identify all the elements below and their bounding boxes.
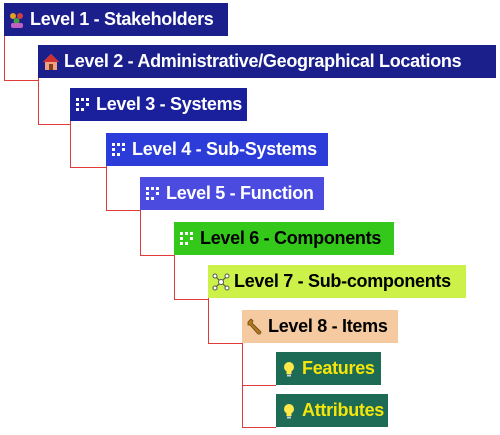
connector-line [38,78,70,125]
node-label: Level 1 - Stakeholders [30,9,214,29]
node-level-5-function[interactable]: Level 5 - Function [140,177,324,210]
connector-line [242,386,276,428]
connector-line [242,343,276,386]
connector-line [242,343,243,428]
connector-line [106,166,140,211]
grid-dots-icon [178,230,196,248]
connector-line [174,255,208,300]
node-features[interactable]: Features [276,352,381,385]
node-label: Level 3 - Systems [96,94,242,114]
node-level-2-locations[interactable]: Level 2 - Administrative/Geographical Lo… [38,45,496,78]
connector-line [140,210,174,256]
node-level-4-sub-systems[interactable]: Level 4 - Sub-Systems [106,133,328,166]
node-level-3-systems[interactable]: Level 3 - Systems [70,88,247,121]
lightbulb-icon [280,360,298,378]
node-label: Level 7 - Sub-components [234,271,451,291]
node-label: Attributes [302,400,384,420]
grid-dots-icon [74,96,92,114]
lightbulb-icon [280,402,298,420]
connector-line [70,121,106,168]
grid-dots-icon [110,141,128,159]
node-label: Level 4 - Sub-Systems [132,139,317,159]
node-label: Features [302,358,375,378]
node-level-8-items[interactable]: Level 8 - Items [242,310,398,343]
stakeholders-icon [8,11,26,29]
molecule-icon [212,273,230,291]
grid-dots-icon [144,185,162,203]
node-level-6-components[interactable]: Level 6 - Components [174,222,394,255]
node-label: Level 2 - Administrative/Geographical Lo… [64,51,462,71]
node-label: Level 6 - Components [200,228,382,248]
house-icon [42,53,60,71]
node-label: Level 5 - Function [166,183,314,203]
wrench-icon [246,317,264,336]
node-attributes[interactable]: Attributes [276,394,388,427]
node-level-1-stakeholders[interactable]: Level 1 - Stakeholders [4,3,228,36]
connector-line [208,298,242,344]
node-level-7-sub-components[interactable]: Level 7 - Sub-components [208,265,466,298]
node-label: Level 8 - Items [268,316,388,336]
connector-line [4,36,38,81]
